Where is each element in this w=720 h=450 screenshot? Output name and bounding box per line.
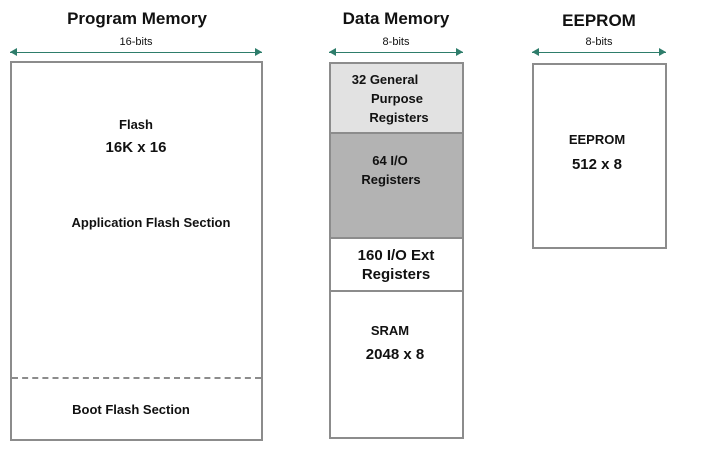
eeprom-width-dimension: 8-bits xyxy=(532,36,666,58)
boot-flash-section: Boot Flash Section xyxy=(72,402,190,417)
program-memory-title: Program Memory xyxy=(67,9,207,28)
program-memory-width-label: 16-bits xyxy=(116,36,156,48)
application-flash-section: Application Flash Section xyxy=(71,215,231,230)
sram-size: 2048 x 8 xyxy=(365,346,425,363)
program-memory-width-dimension: 16-bits xyxy=(10,36,262,58)
program-memory-block xyxy=(10,61,263,441)
io-ext-registers-line-1: 160 I/O Ext xyxy=(357,247,435,264)
io-registers-block xyxy=(331,134,462,239)
boot-section-divider xyxy=(12,377,261,379)
flash-label: Flash xyxy=(119,117,153,132)
flash-size: 16K x 16 xyxy=(105,139,167,156)
data-memory-title: Data Memory xyxy=(342,9,450,28)
eeprom-width-label: 8-bits xyxy=(582,36,616,48)
gp-registers-line-2: Purpose xyxy=(370,91,423,106)
io-ext-registers-block xyxy=(331,239,462,292)
data-memory-width-dimension: 8-bits xyxy=(329,36,463,58)
io-registers-line-1: 64 I/O xyxy=(372,153,408,168)
gp-registers-line-1: 32 General xyxy=(351,72,419,87)
io-ext-registers-line-2: Registers xyxy=(361,266,431,283)
gp-registers-line-3: Registers xyxy=(369,110,429,125)
eeprom-title: EEPROM xyxy=(562,11,636,30)
data-memory-block xyxy=(329,62,464,439)
eeprom-size: 512 x 8 xyxy=(571,156,623,173)
eeprom-label: EEPROM xyxy=(568,132,626,147)
eeprom-block xyxy=(532,63,667,249)
general-purpose-registers-block xyxy=(331,64,462,134)
io-registers-line-2: Registers xyxy=(361,172,421,187)
sram-label: SRAM xyxy=(370,323,410,338)
data-memory-width-label: 8-bits xyxy=(379,36,413,48)
